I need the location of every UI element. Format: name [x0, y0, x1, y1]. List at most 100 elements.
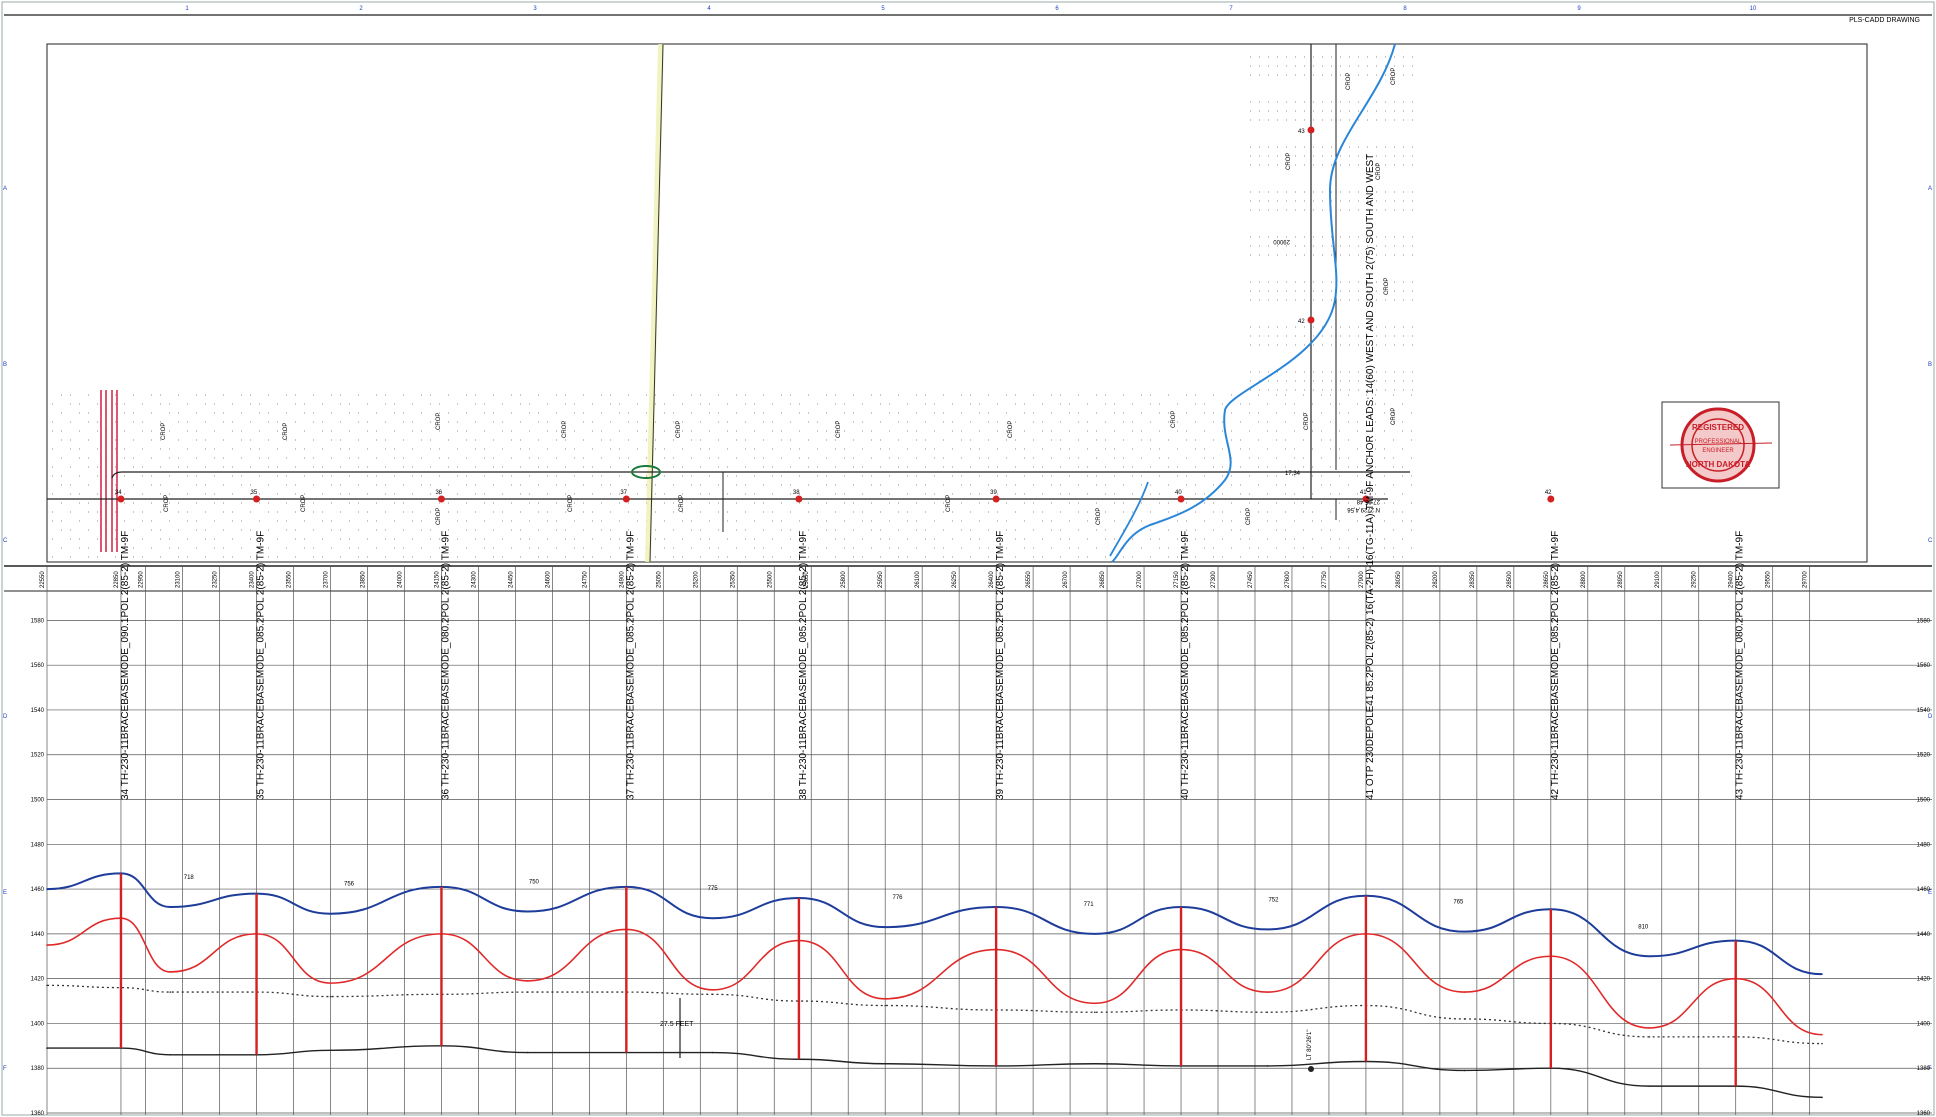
elevation-tick-label: 1540 [31, 708, 45, 714]
station-tick-label: 26700 [1063, 571, 1069, 588]
sheet-row-letter: D [1928, 714, 1933, 720]
crop-label: CROP [1391, 408, 1397, 425]
elevation-tick-label: 1500 [31, 798, 45, 804]
series-point [46, 1047, 48, 1049]
station-tick-label: 25050 [656, 571, 662, 588]
station-tick-label: 25500 [767, 571, 773, 588]
structure-number: 35 [251, 490, 258, 496]
crop-label: CROP [1171, 411, 1177, 428]
station-tick-label: 26250 [952, 571, 958, 588]
crop-label: CROP [836, 421, 842, 438]
station-tick-label: 25800 [841, 571, 847, 588]
station-tick-label: 29100 [1655, 571, 1661, 588]
crop-dot-pattern [52, 56, 1413, 558]
station-tick-label: 26850 [1100, 571, 1106, 588]
station-tick-label: 23850 [360, 571, 366, 588]
crop-label: CROP [1096, 508, 1102, 525]
series-point [526, 991, 529, 993]
span-length: 771 [1084, 902, 1095, 908]
series-point [1093, 1002, 1096, 1005]
series-point [329, 982, 332, 984]
sheet-column-number: 8 [1403, 6, 1407, 12]
crop-label: CROP [1376, 163, 1382, 180]
sheet-row-letter: B [1928, 362, 1932, 368]
structure-labels: 34 TH-230-11BRACEBASEMODE_090.1POL 2(85-… [120, 154, 1746, 800]
crop-label: CROP [568, 495, 574, 512]
creek [1109, 481, 1149, 557]
seal-registered-text: REGISTERED [1692, 423, 1744, 432]
structure-marker [437, 495, 445, 503]
station-tick-label: 22950 [139, 571, 145, 588]
structure-number: 42 [1298, 319, 1305, 325]
elevation-tick-label: 1560 [31, 663, 45, 669]
structure-label: 37 TH-230-11BRACEBASEMODE_085.2POL 2(85-… [625, 531, 636, 800]
station-tick-label: 24450 [508, 571, 514, 588]
station-tick-label: 23700 [324, 571, 330, 588]
series-point [711, 1051, 714, 1054]
sheet-column-number: 1 [185, 6, 189, 12]
series-point [526, 910, 529, 913]
series-point [1463, 991, 1466, 993]
station-tick-label: 24900 [619, 571, 625, 588]
elevation-tick-label: 1440 [1917, 932, 1931, 938]
series-point [1463, 930, 1466, 933]
series-point [526, 1051, 529, 1054]
series-point [1821, 973, 1823, 975]
crop-label: CROP [1286, 153, 1292, 170]
plan-bearing-note: 27,05,48 [1356, 498, 1380, 504]
station-tick-label: 24750 [582, 571, 588, 588]
crop-label: CROP [301, 495, 307, 512]
elevation-tick-label: 1460 [1917, 887, 1931, 893]
left-road-crossing [100, 390, 118, 552]
plan-station-note: 29000 [1273, 238, 1290, 244]
sheet-column-number: 4 [707, 6, 711, 12]
structure-number: 42 [1545, 490, 1552, 496]
station-tick-label: 25650 [804, 571, 810, 588]
series-point [884, 926, 886, 928]
sheet-column-number: 3 [533, 6, 537, 12]
conductor-line [46, 872, 1823, 976]
structure-marker-north [1307, 126, 1315, 134]
structure-label: 43 TH-230-11BRACEBASEMODE_080.2POL 2(85-… [1735, 531, 1746, 800]
seal-engineer-text: ENGINEER [1702, 448, 1734, 454]
span-length: 750 [529, 879, 540, 885]
station-tick-label: 28500 [1507, 571, 1513, 588]
sheet-row-letter: A [3, 186, 7, 192]
elevation-tick-label: 1380 [1917, 1066, 1931, 1072]
seal-professional-text: PROFESSIONAL [1695, 439, 1742, 445]
plan-angle-note: 17,34 [1285, 471, 1301, 477]
series-point [1093, 933, 1096, 935]
elevation-tick-label: 1480 [31, 842, 45, 848]
series-point [46, 984, 48, 987]
sheet-title-tag: PLS-CADD DRAWING [1849, 17, 1920, 24]
series-point [1648, 1085, 1651, 1087]
elevation-tick-label: 1400 [31, 1021, 45, 1027]
station-tick-label: 23250 [213, 571, 219, 588]
structure-label: 40 TH-230-11BRACEBASEMODE_085.2POL 2(85-… [1180, 531, 1191, 800]
series-point [711, 989, 714, 991]
crop-field-pattern [52, 56, 1413, 558]
crop-label: CROP [164, 495, 170, 512]
series-point [329, 1049, 332, 1052]
series-point [1266, 991, 1269, 993]
crop-label: CROP [676, 421, 682, 438]
sheet-row-letter: F [1928, 1066, 1932, 1072]
station-tick-label: 29250 [1692, 571, 1698, 588]
series-point [1266, 1065, 1269, 1067]
station-tick-label: 29550 [1766, 571, 1772, 588]
station-tick-label: 27600 [1285, 571, 1291, 588]
structure-footing-marker [1308, 1066, 1314, 1072]
crop-label: CROP [436, 508, 442, 525]
span-length: 765 [1453, 900, 1464, 906]
station-tick-label: 27750 [1322, 571, 1328, 588]
station-tick-label: 27300 [1211, 571, 1217, 588]
series-point [1266, 1011, 1269, 1014]
station-tick-label: 24600 [545, 571, 551, 588]
structure-label: 34 TH-230-11BRACEBASEMODE_090.1POL 2(85-… [120, 531, 131, 800]
series-point [1093, 1062, 1096, 1065]
